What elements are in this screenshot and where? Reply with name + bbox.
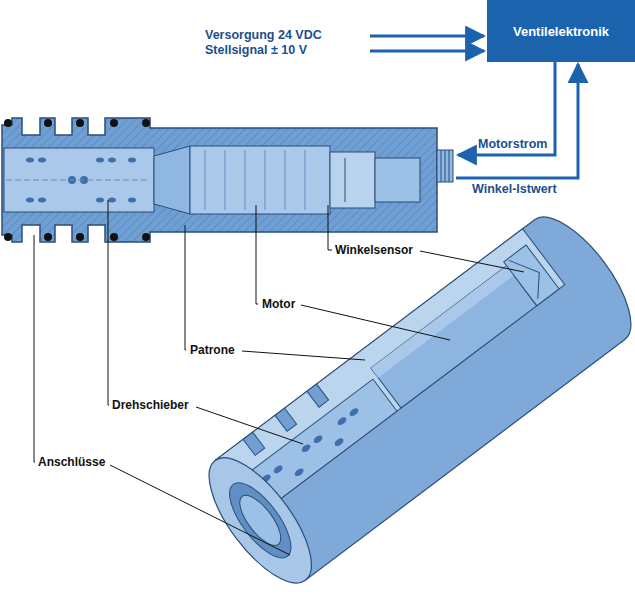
part-name: Winkelsensor [335, 243, 413, 258]
box-label: Ventilelektronik [513, 24, 609, 39]
part-name: Anschlüsse [38, 455, 105, 470]
signal-name: Motorstrom [478, 137, 547, 152]
signal-name: Stellsignal ± 10 V [205, 43, 307, 58]
part-name: Patrone [190, 343, 235, 358]
signal-name: Winkel-Istwert [472, 182, 557, 197]
signal-name: Versorgung 24 VDC [205, 28, 322, 43]
part-name: Motor [262, 297, 295, 312]
valve-section [2, 118, 453, 242]
process-box: Ventilelektronik [487, 0, 635, 62]
part-name: Drehschieber [112, 398, 189, 413]
leader-lines [34, 200, 524, 555]
